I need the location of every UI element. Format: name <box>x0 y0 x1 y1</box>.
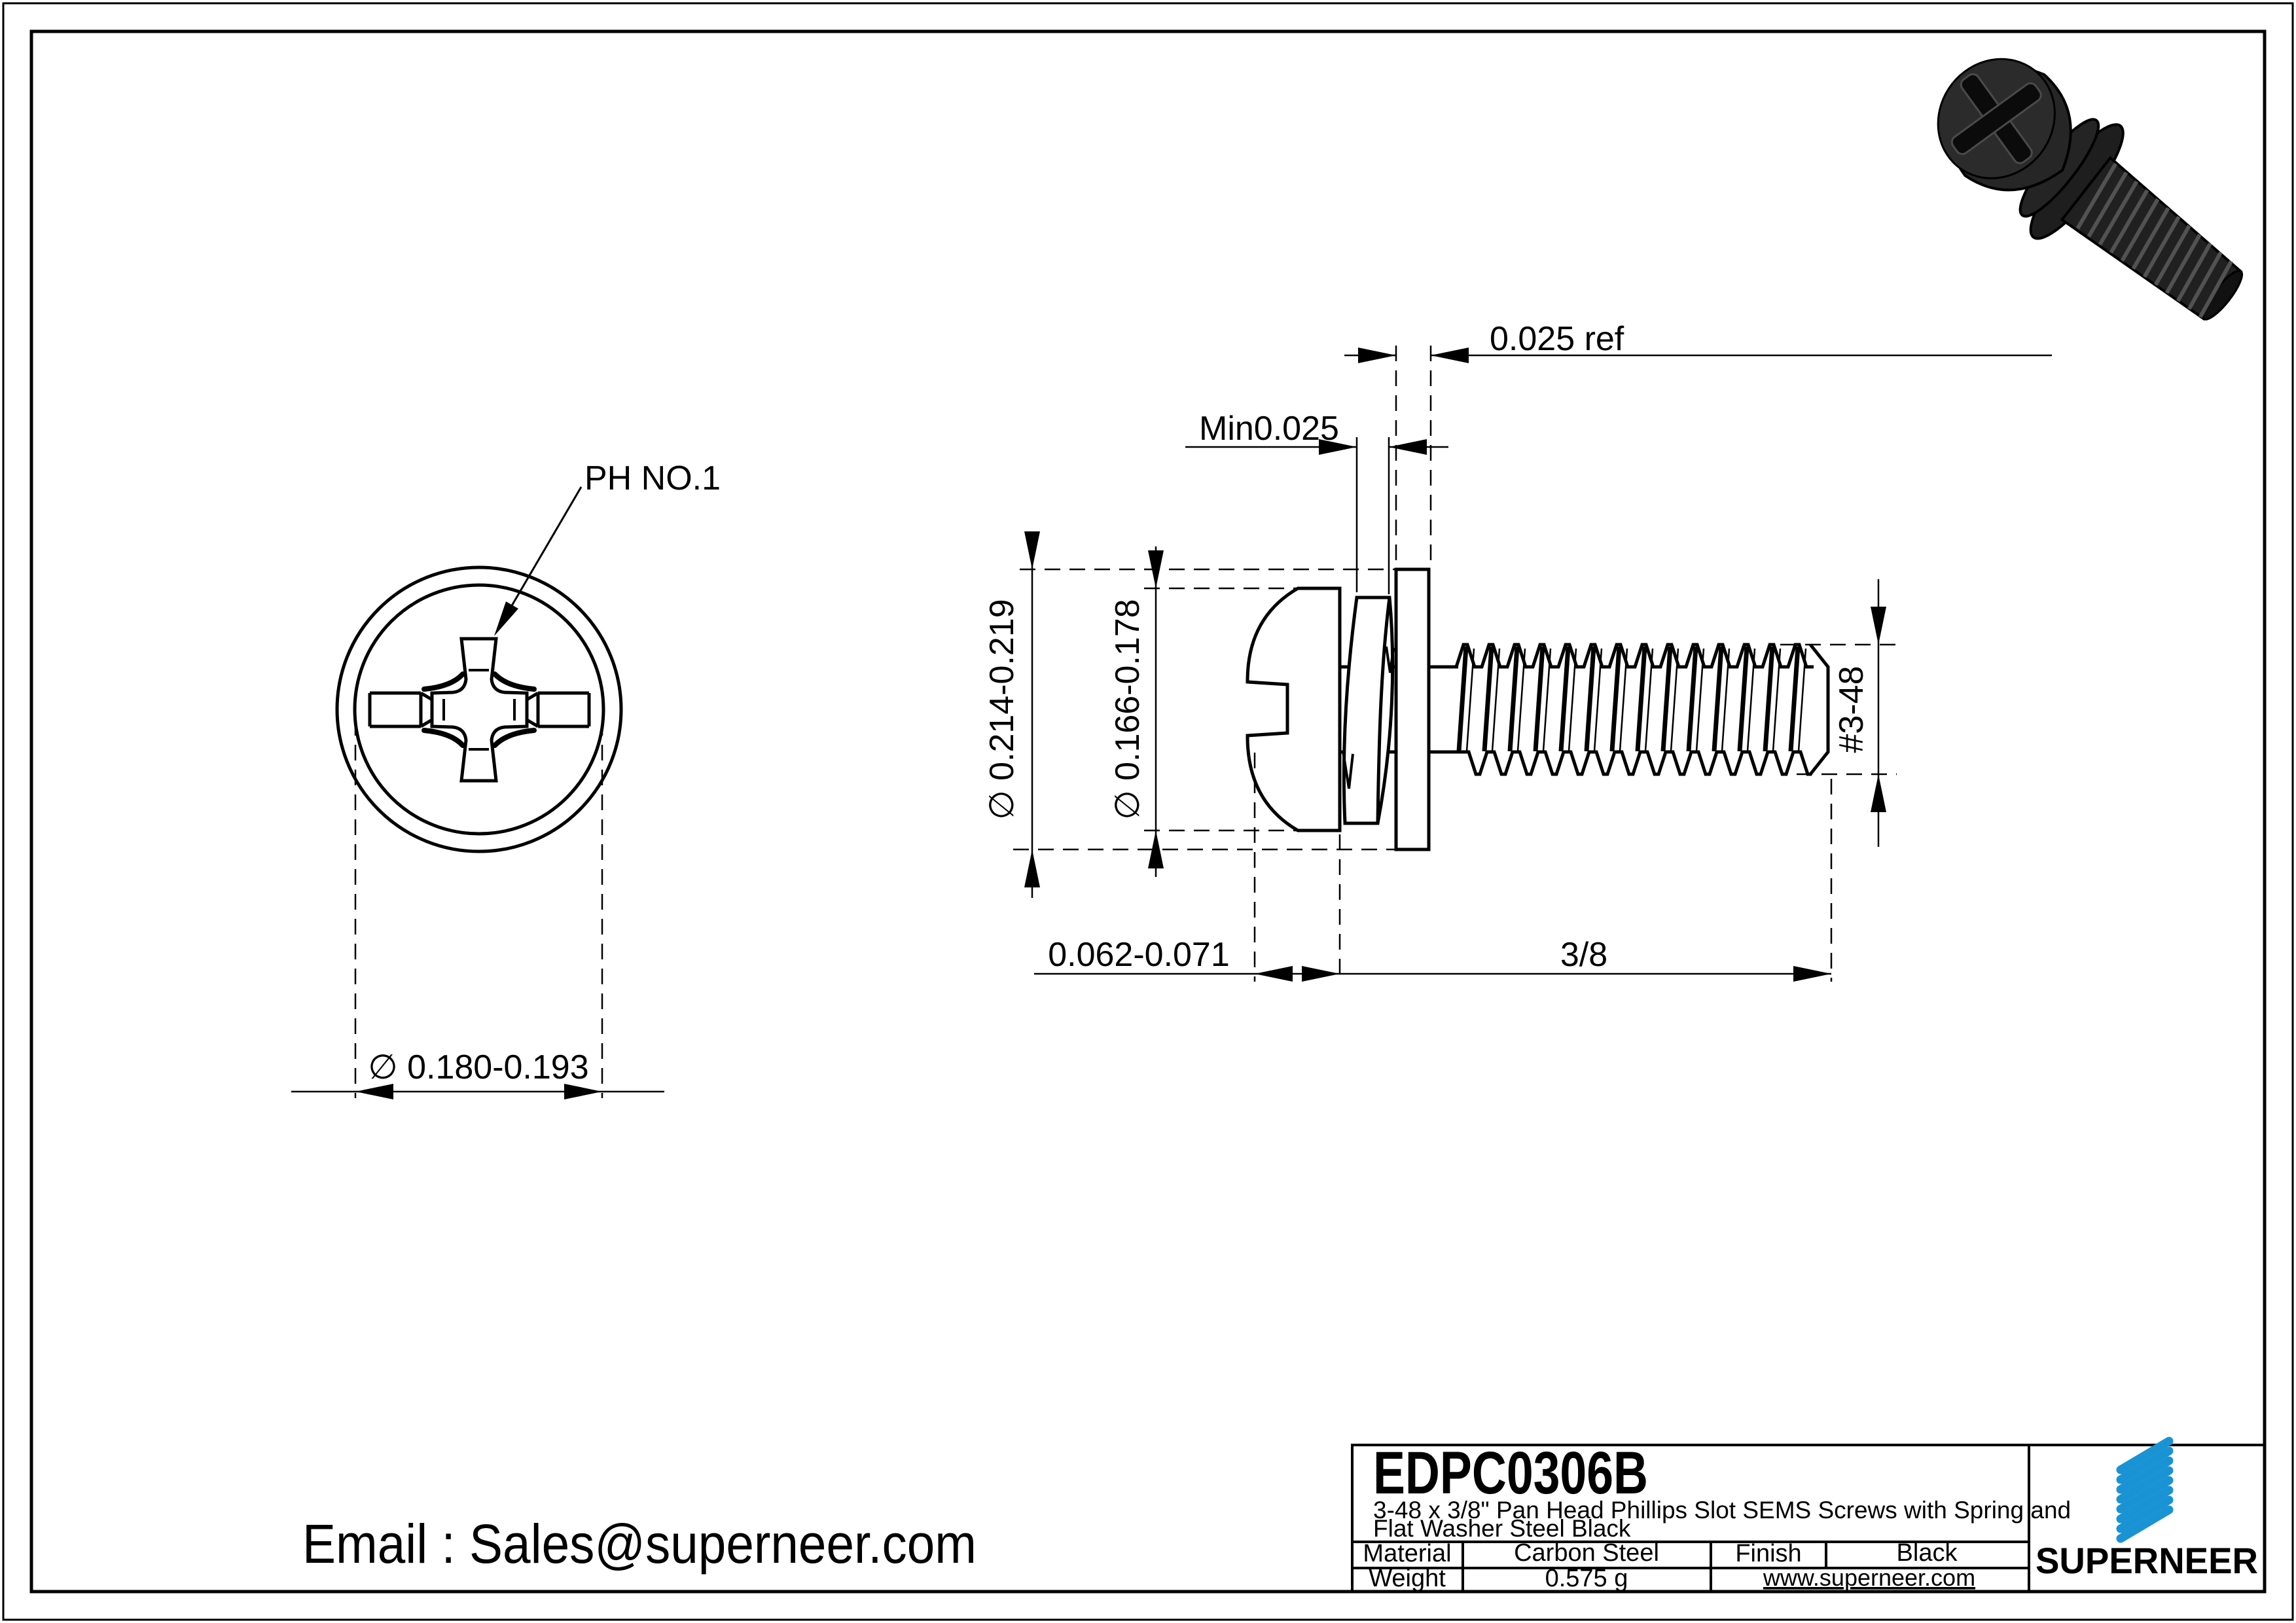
title-block: EDPC0306B 3-48 x 3/8" Pan Head Phillips … <box>1352 1440 2265 1592</box>
pan-head <box>1247 588 1340 830</box>
flat-washer-od-label: ∅ 0.214-0.219 <box>983 599 1021 819</box>
screw-3d-render <box>1903 24 2272 356</box>
brand-name: SUPERNEER <box>2036 1540 2258 1581</box>
thread-profile <box>1456 645 1814 774</box>
finish-label: Finish <box>1735 1540 1801 1567</box>
finish-value: Black <box>1897 1539 1958 1567</box>
head-height-label: 0.062-0.071 <box>1048 936 1230 974</box>
thread-spec-label: #3-48 <box>1833 666 1871 753</box>
washer-thickness-label: 0.025 ref <box>1490 320 1624 358</box>
flat-washer <box>1396 569 1429 849</box>
email-text: Email : Sales@superneer.com <box>302 1513 977 1575</box>
side-dimensions <box>1024 348 2052 982</box>
thread-end <box>1810 645 1828 774</box>
spring-min-label: Min0.025 <box>1199 410 1339 448</box>
drive-type-label: PH NO.1 <box>584 459 721 497</box>
spring-washer <box>1343 597 1393 823</box>
weight-label: Weight <box>1369 1565 1446 1592</box>
material-value: Carbon Steel <box>1514 1539 1659 1567</box>
head-diameter-label: ∅ 0.180-0.193 <box>368 1048 588 1086</box>
front-view <box>291 487 664 1099</box>
brand-logo-icon <box>2121 1441 2169 1539</box>
leader-arrow <box>494 601 518 636</box>
description-line2: Flat Washer Steel Black <box>1373 1515 1631 1542</box>
weight-value: 0.575 g <box>1545 1565 1628 1592</box>
thread-length-label: 3/8 <box>1560 936 1607 974</box>
side-view <box>1013 346 2052 982</box>
material-label: Material <box>1363 1540 1451 1567</box>
website-link[interactable]: www.superneer.com <box>1763 1564 1975 1591</box>
phillips-cross <box>424 639 534 781</box>
inner-border <box>31 31 2265 1592</box>
outer-border <box>3 3 2293 1620</box>
spring-washer-od-label: ∅ 0.166-0.178 <box>1109 599 1147 819</box>
extension-lines-solid <box>1357 437 1389 594</box>
